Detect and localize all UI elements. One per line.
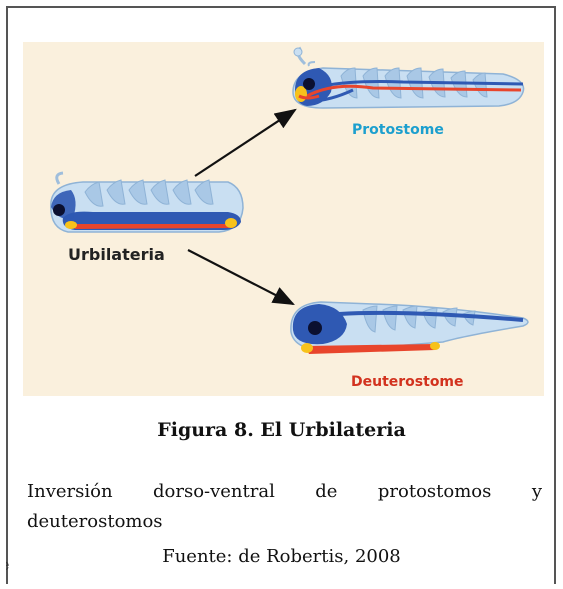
deuterostome-label: Deuterostome bbox=[351, 374, 464, 390]
urbilateria-animal bbox=[51, 173, 243, 232]
urbilateria-diagram: Urbilateria bbox=[23, 42, 544, 396]
arrow-to-protostome bbox=[195, 110, 295, 176]
arrow-to-deuterostome bbox=[188, 250, 293, 304]
deuterostome-animal bbox=[291, 302, 528, 354]
figure-caption-description: Inversión dorso-ventral de protostomos y… bbox=[27, 477, 542, 537]
protostome-animal bbox=[293, 48, 524, 108]
figure-caption-source: Fuente: de Robertis, 2008 bbox=[0, 546, 563, 567]
urbilateria-label: Urbilateria bbox=[68, 245, 165, 264]
figure-panel: Urbilateria bbox=[23, 42, 544, 396]
protostome-label: Protostome bbox=[352, 122, 444, 138]
figure-caption-title: Figura 8. El Urbilateria bbox=[0, 419, 563, 441]
